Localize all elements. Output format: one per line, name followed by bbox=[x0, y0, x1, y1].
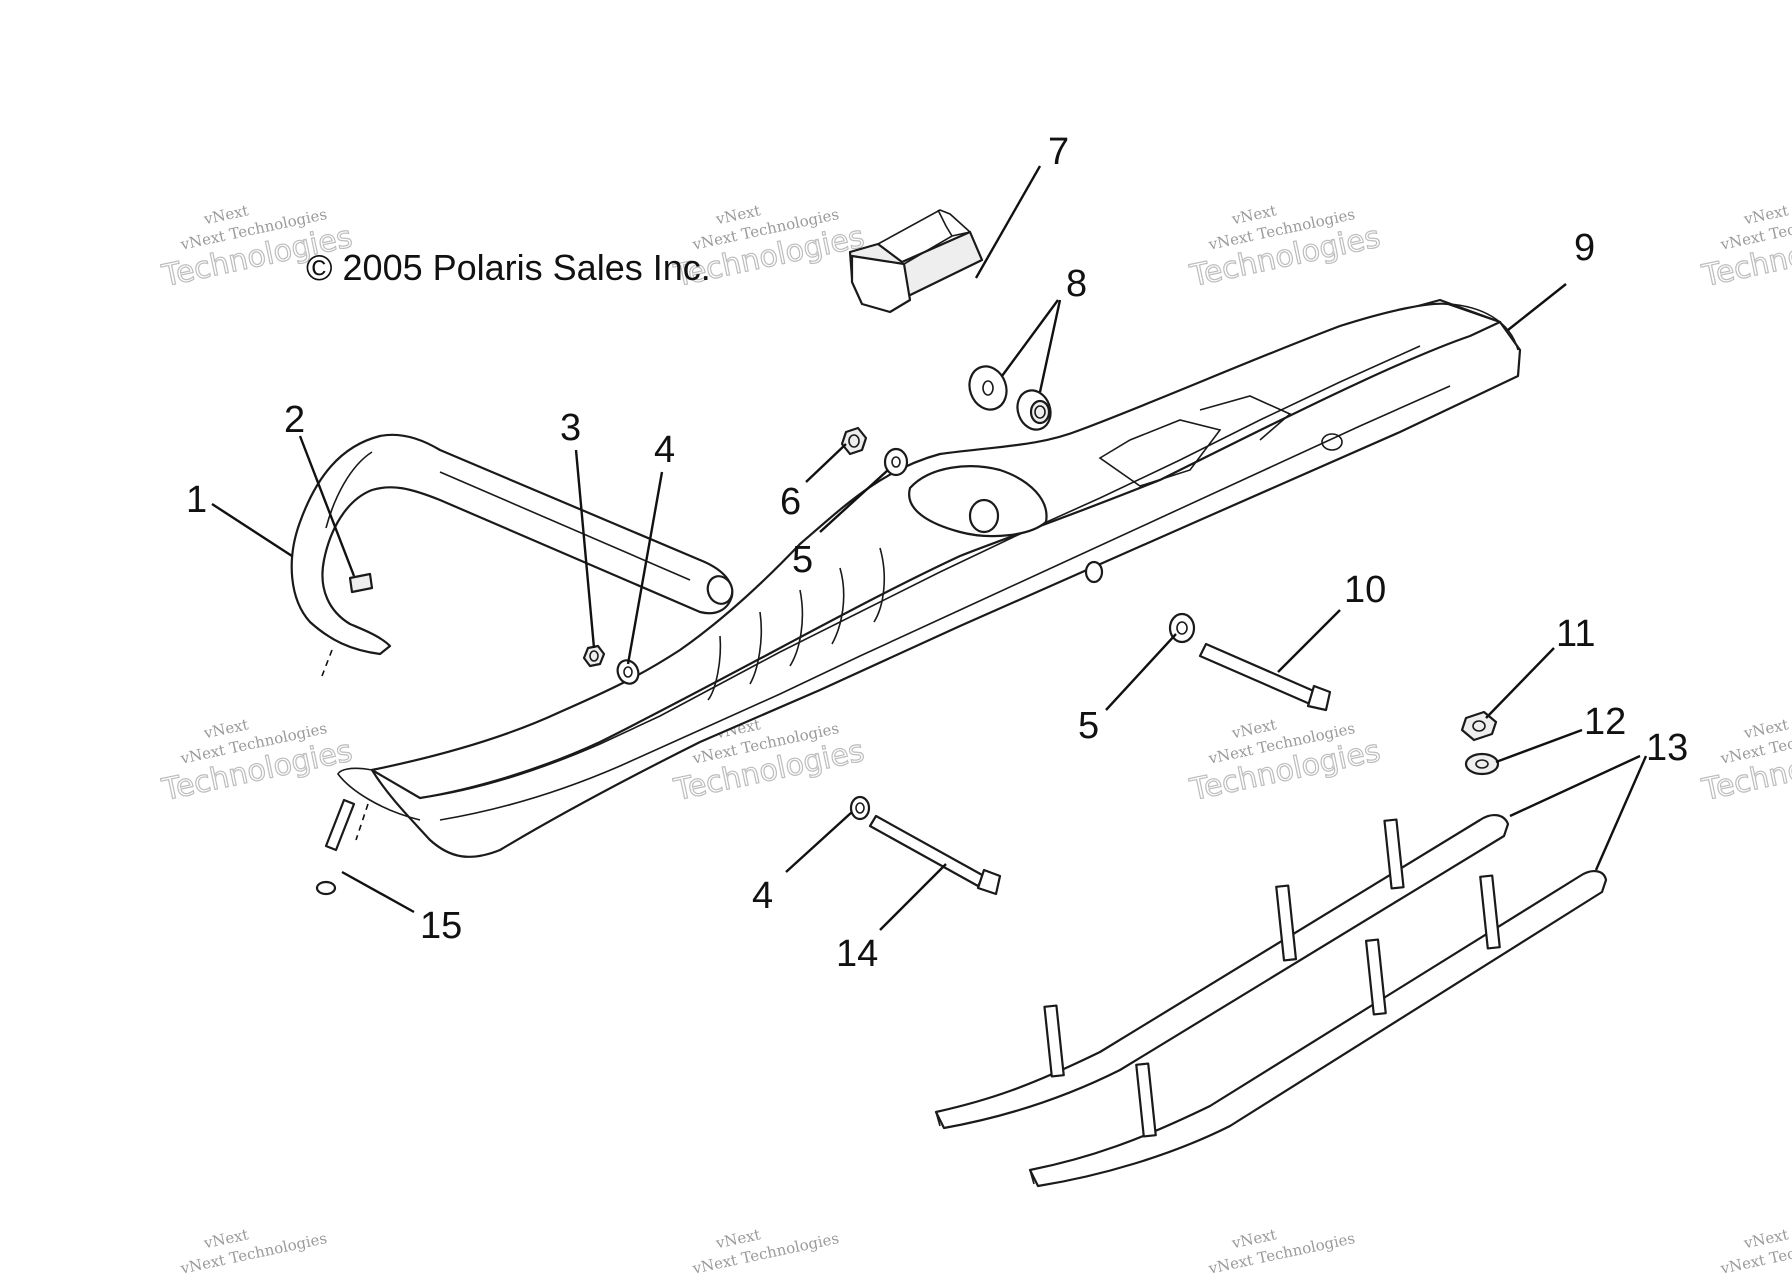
callout-13: 13 bbox=[1646, 727, 1688, 769]
part-10-bolt[interactable] bbox=[1198, 642, 1332, 712]
callout-3: 3 bbox=[560, 407, 581, 449]
callout-5: 5 bbox=[1078, 705, 1099, 747]
part-6-nut[interactable] bbox=[840, 426, 868, 456]
part-7-spindle-block[interactable] bbox=[848, 209, 984, 314]
watermark: vNext vNext Technologies bbox=[1718, 1225, 1792, 1278]
watermark-text: vNext Technologies bbox=[178, 1229, 328, 1278]
part-11-lock-nut[interactable] bbox=[1460, 710, 1498, 742]
part-13-carbide-runners[interactable] bbox=[934, 814, 1608, 1188]
part-2-handle-insert[interactable] bbox=[348, 572, 374, 594]
callout-14: 14 bbox=[836, 933, 878, 975]
callout-labels: 1 2 3 4 4 5 5 5 6 7 8 9 10 11 12 13 14 1… bbox=[186, 131, 1688, 975]
watermark: vNext vNext Technologies Technologies bbox=[158, 715, 356, 808]
callout-10: 10 bbox=[1344, 569, 1386, 611]
watermark: vNext vNext Technologies Technologies bbox=[1698, 715, 1792, 808]
callout-9: 9 bbox=[1574, 227, 1595, 269]
callout-8: 8 bbox=[1066, 263, 1087, 305]
watermark: vNext vNext Technologies bbox=[178, 1225, 328, 1278]
part-4-washer[interactable] bbox=[849, 795, 871, 821]
watermark: vNext vNext Technologies Technologies bbox=[1698, 201, 1792, 294]
part-1-ski-loop-handle[interactable] bbox=[290, 433, 736, 677]
watermark: vNext vNext Technologies Technologies bbox=[1186, 201, 1384, 294]
part-14-bolt[interactable] bbox=[868, 814, 1002, 896]
part-12-washer[interactable] bbox=[1464, 752, 1500, 776]
callout-6: 6 bbox=[780, 481, 801, 523]
callout-7: 7 bbox=[1048, 131, 1069, 173]
watermark: vNext vNext Technologies bbox=[690, 1225, 840, 1278]
callout-15: 15 bbox=[420, 905, 462, 947]
callout-1: 1 bbox=[186, 479, 207, 521]
part-9-ski[interactable] bbox=[337, 298, 1522, 858]
callout-4: 4 bbox=[752, 875, 773, 917]
callout-4: 4 bbox=[654, 429, 675, 471]
watermark: vNext vNext Technologies Technologies bbox=[1186, 715, 1384, 808]
watermark-text: vNext Technologies bbox=[1206, 1229, 1356, 1278]
leader-lines bbox=[211, 165, 1648, 931]
part-5-washer[interactable] bbox=[883, 447, 909, 477]
part-15-rivet[interactable] bbox=[315, 798, 369, 896]
part-3-nut[interactable] bbox=[582, 644, 606, 668]
watermark-text: vNext Technologies bbox=[690, 1229, 840, 1278]
watermark: vNext vNext Technologies bbox=[1206, 1225, 1356, 1278]
copyright-notice: © 2005 Polaris Sales Inc. bbox=[306, 247, 711, 288]
callout-2: 2 bbox=[284, 399, 305, 441]
part-4-washer[interactable] bbox=[614, 657, 642, 687]
callout-12: 12 bbox=[1584, 701, 1626, 743]
callout-11: 11 bbox=[1556, 613, 1595, 655]
part-8-bushing-washers[interactable] bbox=[964, 361, 1056, 434]
callout-5: 5 bbox=[792, 539, 813, 581]
